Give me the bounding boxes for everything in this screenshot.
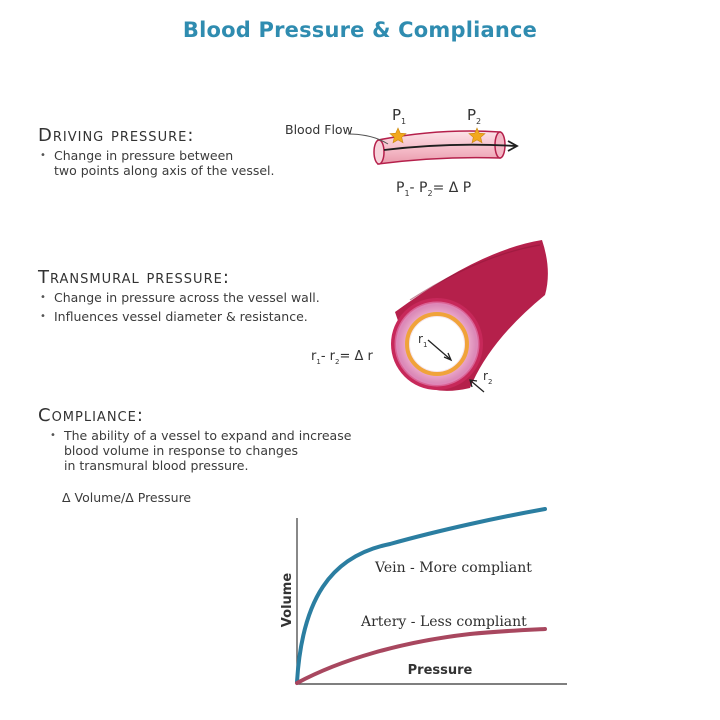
driving-pressure-bullets: Change in pressure between two points al… — [38, 148, 275, 178]
svg-text:P1: P1 — [392, 106, 406, 126]
blood-flow-label: Blood Flow — [285, 122, 353, 137]
vessel-cross-section-illustration — [391, 240, 548, 393]
svg-text:r1: r1 — [418, 332, 427, 349]
star-icon — [389, 127, 407, 144]
artery-curve — [295, 627, 547, 685]
compliance-bullets: The ability of a vessel to expand and in… — [48, 428, 351, 473]
artery-label: Artery - Less compliant — [360, 614, 527, 630]
list-item: Influences vessel diameter & resistance. — [38, 309, 320, 324]
transmural-pressure-section: Transmural pressure: Change in pressure … — [38, 268, 320, 328]
list-item: The ability of a vessel to expand and in… — [48, 428, 351, 473]
graph-y-label: Volume — [280, 573, 295, 628]
svg-text:P2: P2 — [467, 106, 481, 126]
list-item: Change in pressure between two points al… — [38, 148, 275, 178]
driving-equation: P1- P2= Δ P — [396, 180, 471, 198]
transmural-equation: r1- r2= Δ r — [311, 349, 374, 366]
transmural-pressure-heading: Transmural pressure: — [38, 267, 230, 288]
star-icon — [468, 127, 486, 144]
compliance-formula: Δ Volume/Δ Pressure — [62, 490, 192, 505]
vein-curve — [295, 507, 547, 684]
page-title: Blood Pressure & Compliance — [182, 18, 538, 42]
flow-arrow — [383, 143, 517, 151]
svg-text:r2: r2 — [483, 369, 492, 386]
vein-label: Vein - More compliant — [374, 560, 532, 576]
compliance-section: Compliance: The ability of a vessel to e… — [38, 406, 351, 477]
driving-pressure-section: Driving pressure: Change in pressure bet… — [38, 126, 275, 182]
compliance-graph — [295, 507, 567, 685]
vessel-tube-illustration — [347, 127, 519, 165]
list-item: Change in pressure across the vessel wal… — [38, 290, 320, 305]
compliance-heading: Compliance: — [38, 405, 144, 426]
transmural-pressure-bullets: Change in pressure across the vessel wal… — [38, 290, 320, 324]
driving-pressure-heading: Driving pressure: — [38, 125, 195, 146]
graph-x-label: Pressure — [408, 663, 473, 678]
